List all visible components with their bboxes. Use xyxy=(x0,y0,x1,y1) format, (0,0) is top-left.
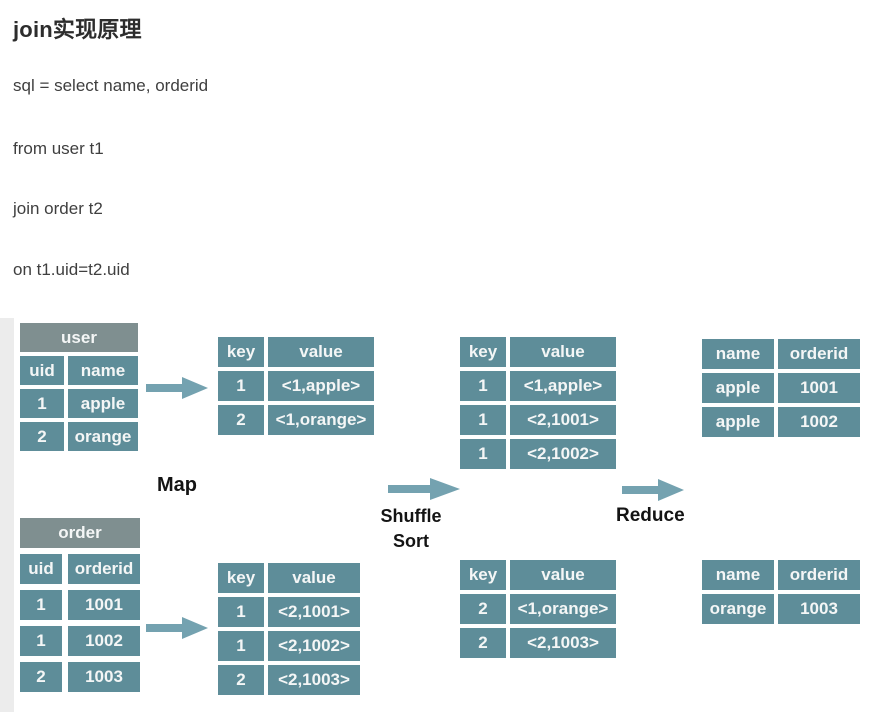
map-output-order-table-cell: 1 xyxy=(218,631,264,661)
shuffle-output-key1-table-header-cell: value xyxy=(510,337,616,367)
user-table-title: user xyxy=(20,323,138,352)
sql-line-join: join order t2 xyxy=(13,199,103,218)
sql-line-from: from user t1 xyxy=(13,139,104,158)
map-output-order-table-cell: <2,1002> xyxy=(268,631,360,661)
reduce-arrow-icon xyxy=(622,479,684,501)
user-table-cell: apple xyxy=(68,389,138,418)
order-table-cell: 1003 xyxy=(68,662,140,692)
map-output-user-table-cell: 2 xyxy=(218,405,264,435)
order-table-cell: 2 xyxy=(20,662,62,692)
shuffle-output-key2-table-header-cell: value xyxy=(510,560,616,590)
map-output-order-table-cell: <2,1003> xyxy=(268,665,360,695)
reduce-result-key1-table-header-cell: orderid xyxy=(778,339,860,369)
order-table-cell: 1001 xyxy=(68,590,140,620)
shuffle-output-key1-table-cell: <2,1002> xyxy=(510,439,616,469)
map-output-user-table-header-cell: value xyxy=(268,337,374,367)
reduce-result-key1-table-cell: 1001 xyxy=(778,373,860,403)
order-table-cell: 1 xyxy=(20,626,62,656)
order-table-title: order xyxy=(20,518,140,548)
sql-line-select: sql = select name, orderid xyxy=(13,76,209,95)
shuffle-output-key1-table-header-cell: key xyxy=(460,337,506,367)
reduce-result-key2-table-header-cell: name xyxy=(702,560,774,590)
user-table-cell: 2 xyxy=(20,422,64,451)
shuffle-label-line2: Sort xyxy=(393,531,429,551)
shuffle-output-key1-table-cell: <2,1001> xyxy=(510,405,616,435)
map-output-user-table-cell: <1,apple> xyxy=(268,371,374,401)
sql-line-on: on t1.uid=t2.uid xyxy=(13,260,130,279)
order-to-map-arrow-icon xyxy=(146,617,208,639)
shuffle-output-key2-table-header-cell: key xyxy=(460,560,506,590)
shuffle-output-key1-table-cell: 1 xyxy=(460,439,506,469)
reduce-result-key2-table-cell: orange xyxy=(702,594,774,624)
reduce-result-key1-table-cell: apple xyxy=(702,373,774,403)
reduce-result-key2-table-header-cell: orderid xyxy=(778,560,860,590)
order-table-header-cell: uid xyxy=(20,554,62,584)
map-output-user-table-cell: <1,orange> xyxy=(268,405,374,435)
map-output-order-table-header-cell: value xyxy=(268,563,360,593)
diagram-left-strip xyxy=(0,318,14,712)
reduce-result-key1-table-cell: apple xyxy=(702,407,774,437)
order-table-header-cell: orderid xyxy=(68,554,140,584)
shuffle-output-key1-table-cell: <1,apple> xyxy=(510,371,616,401)
map-output-order-table-cell: <2,1001> xyxy=(268,597,360,627)
shuffle-label-line1: Shuffle xyxy=(380,506,442,526)
reduce-result-key1-table-cell: 1002 xyxy=(778,407,860,437)
map-output-order-table-cell: 1 xyxy=(218,597,264,627)
shuffle-output-key1-table-cell: 1 xyxy=(460,405,506,435)
user-table-header-cell: uid xyxy=(20,356,64,385)
page-title: join实现原理 xyxy=(13,17,142,42)
shuffle-sort-arrow-icon xyxy=(388,478,460,500)
user-table-header-cell: name xyxy=(68,356,138,385)
map-output-order-table-header-cell: key xyxy=(218,563,264,593)
user-table-cell: orange xyxy=(68,422,138,451)
shuffle-output-key2-table-cell: <2,1003> xyxy=(510,628,616,658)
shuffle-sort-stage-label: Shuffle Sort xyxy=(366,504,456,554)
user-table-cell: 1 xyxy=(20,389,64,418)
shuffle-output-key1-table-cell: 1 xyxy=(460,371,506,401)
shuffle-output-key2-table-cell: 2 xyxy=(460,594,506,624)
reduce-result-key1-table-header-cell: name xyxy=(702,339,774,369)
order-table-cell: 1002 xyxy=(68,626,140,656)
reduce-result-key2-table-cell: 1003 xyxy=(778,594,860,624)
shuffle-output-key2-table-cell: 2 xyxy=(460,628,506,658)
shuffle-output-key2-table-cell: <1,orange> xyxy=(510,594,616,624)
user-to-map-arrow-icon xyxy=(146,377,208,399)
reduce-stage-label: Reduce xyxy=(616,505,685,526)
order-table-cell: 1 xyxy=(20,590,62,620)
map-stage-label: Map xyxy=(157,474,197,496)
map-output-order-table-cell: 2 xyxy=(218,665,264,695)
map-output-user-table-cell: 1 xyxy=(218,371,264,401)
map-output-user-table-header-cell: key xyxy=(218,337,264,367)
